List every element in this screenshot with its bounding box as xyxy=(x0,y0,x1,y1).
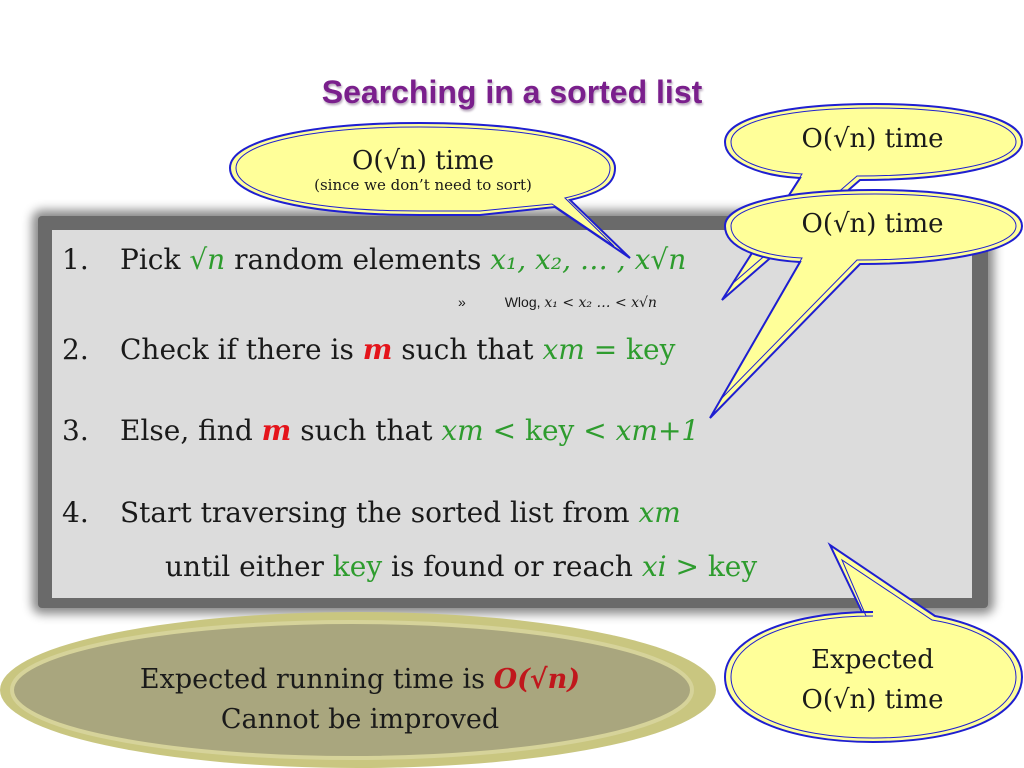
summary-label: Expected running time is xyxy=(139,664,494,695)
summary-oval xyxy=(10,620,694,760)
callout-sort-free-sub: (since we don’t need to sort) xyxy=(314,176,532,194)
step-4-xm: xm xyxy=(638,496,681,529)
step-3-xm1: xm+1 xyxy=(615,414,700,447)
step-3-m: m xyxy=(261,414,292,447)
step-3-text: Else, find m such that xm < key < xm+1 xyxy=(120,414,699,447)
step-4-until: until either xyxy=(165,550,333,583)
step-2-label-b: such that xyxy=(392,333,543,366)
step-1-sqrt-n: √n xyxy=(189,243,226,276)
step-3-xm: xm xyxy=(441,414,484,447)
step-4-key: key xyxy=(332,550,383,583)
callout-sort-free-text: O(√n) time (since we don’t need to sort) xyxy=(278,146,568,194)
callout-find xyxy=(709,188,1024,419)
callout-traverse-line1: Expected xyxy=(811,645,934,675)
step-4-text: Start traversing the sorted list from xm xyxy=(120,496,681,529)
summary-line-2: Cannot be improved xyxy=(220,704,500,735)
callout-sort-free-main: O(√n) time xyxy=(352,146,494,176)
summary-line-1: Expected running time is O(√n) xyxy=(60,660,660,700)
step-2-number: 2. xyxy=(62,333,89,366)
step-3-label-b: such that xyxy=(291,414,442,447)
wlog-bullet: » xyxy=(458,294,466,310)
summary-complexity: O(√n) xyxy=(493,664,581,695)
summary-text: Expected running time is O(√n) Cannot be… xyxy=(60,660,660,740)
callout-pick-text: O(√n) time xyxy=(801,124,944,154)
step-2-xm: xm xyxy=(542,333,585,366)
callout-pick xyxy=(721,102,1024,301)
step-4-line-2: until either key is found or reach xi > … xyxy=(165,550,757,583)
step-4-number: 4. xyxy=(62,496,89,529)
callout-sort-free xyxy=(228,121,631,259)
step-4-xi: xi xyxy=(641,550,667,583)
step-1-label-b: random elements xyxy=(225,243,491,276)
callout-traverse xyxy=(723,542,1024,744)
wlog-math: x₁ < x₂ … < x√n xyxy=(544,295,657,311)
callout-traverse-text: Expected O(√n) time xyxy=(740,640,1005,720)
step-2-m: m xyxy=(362,333,393,366)
slide-title: Searching in a sorted list xyxy=(321,74,703,110)
step-2-label-a: Check if there is xyxy=(120,333,363,366)
callout-traverse-line2: O(√n) time xyxy=(801,685,944,715)
step-4-label-a: Start traversing the sorted list from xyxy=(120,496,639,529)
step-2-text: Check if there is m such that xm = key xyxy=(120,333,675,366)
wlog-label: Wlog, xyxy=(504,294,545,310)
step-1-text: Pick √n random elements x₁, x₂, … , x√n xyxy=(120,243,686,276)
callout-find-text: O(√n) time xyxy=(801,209,944,239)
step-4-gt-key: > key xyxy=(675,550,758,583)
step-3-number: 3. xyxy=(62,414,89,447)
step-1-number: 1. xyxy=(62,243,89,276)
wlog-note: » Wlog, x₁ < x₂ … < x√n xyxy=(458,294,657,311)
step-4-found: is found or reach xyxy=(382,550,642,583)
step-1-elements: x₁, x₂, … , x√n xyxy=(490,243,687,276)
step-1-label-a: Pick xyxy=(120,243,190,276)
step-3-label-a: Else, find xyxy=(120,414,262,447)
step-3-key-range: < key < xyxy=(492,414,607,447)
step-2-eq-key: = key xyxy=(593,333,676,366)
